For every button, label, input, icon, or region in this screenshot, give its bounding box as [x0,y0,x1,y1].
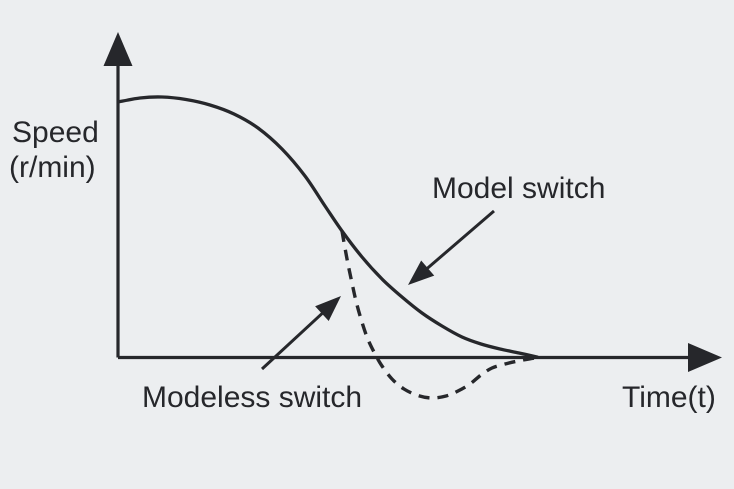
x-axis-label: Time(t) [622,381,716,414]
y-axis-label-line1: Speed [12,116,99,149]
annotation-model-switch-label: Model switch [432,172,605,205]
model-switch-arrow-line [423,209,495,272]
y-axis-arrowhead [103,32,133,66]
modeless-switch-curve [340,230,541,400]
y-axis-label-line2: (r/min) [9,151,96,184]
annotation-modeless-switch-label: Modeless switch [142,381,362,414]
modeless-switch-arrow-line [260,309,326,371]
x-axis-arrowhead [688,343,722,372]
modeless-switch-arrowhead [315,296,341,321]
model-switch-arrowhead [408,260,435,285]
